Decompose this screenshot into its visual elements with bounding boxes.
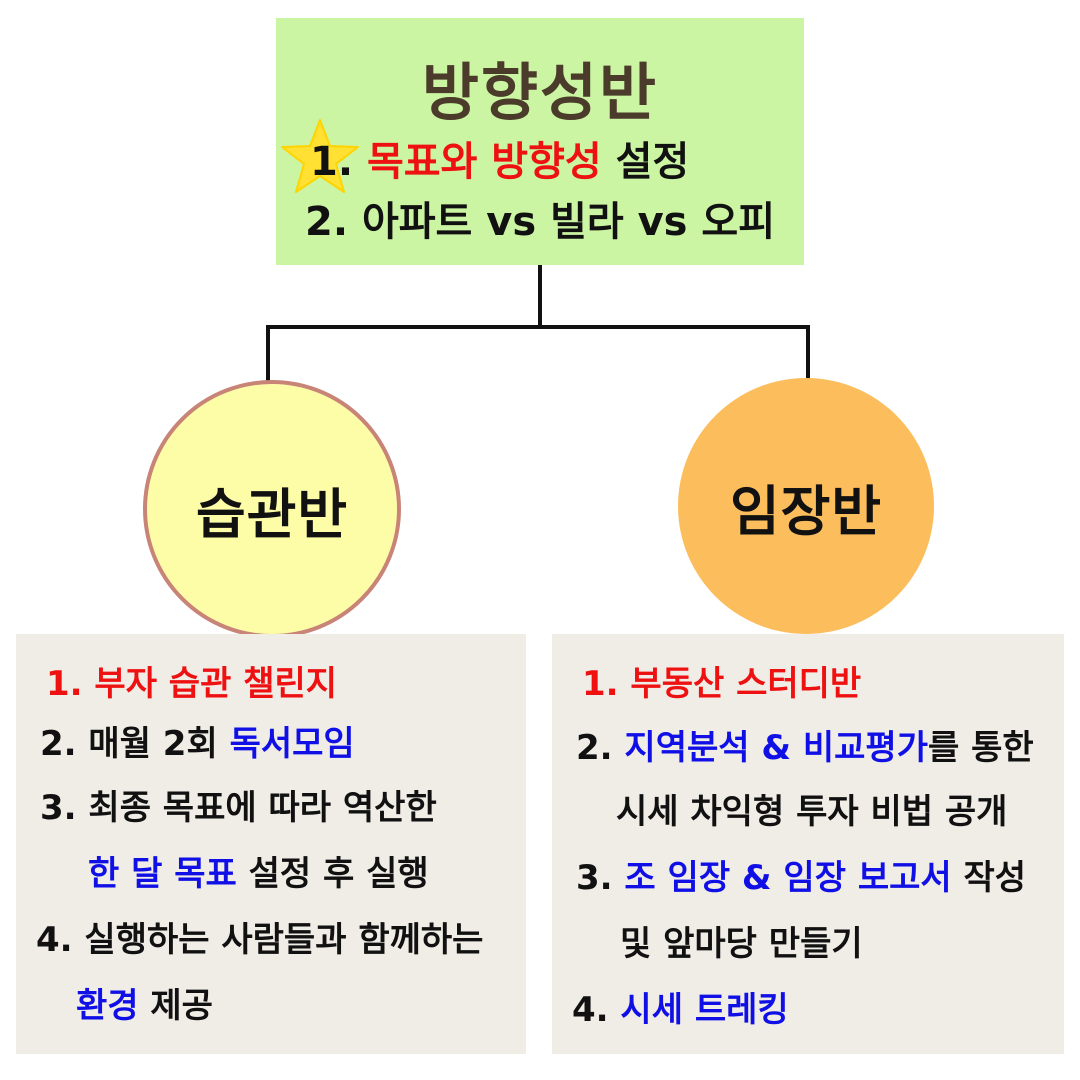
top-box: 방향성반 bbox=[276, 18, 804, 265]
field-trip-class-label: 임장반 bbox=[729, 479, 883, 543]
habit-class-label: 습관반 bbox=[195, 482, 349, 546]
habit-class-panel: 1. 부자 습관 챌린지 2. 매월 2회 독서모임 3. 최종 목표에 따라 … bbox=[16, 634, 526, 1054]
list-item-text: 2. 매월 2회 bbox=[40, 724, 230, 764]
top-line-1-num: 1. bbox=[310, 139, 354, 185]
list-item-rest: 작성 bbox=[951, 858, 1027, 898]
list-item: 4. 시세 트레킹 bbox=[572, 988, 789, 1032]
connector-lines bbox=[260, 265, 816, 406]
list-item-highlight: 조 임장 & 임장 보고서 bbox=[624, 858, 952, 898]
list-item-highlight: 독서모임 bbox=[229, 724, 355, 764]
list-item-text: 4. bbox=[572, 990, 621, 1030]
field-trip-class-panel: 1. 부동산 스터디반 2. 지역분석 & 비교평가를 통한 시세 차익형 투자… bbox=[552, 634, 1064, 1054]
list-item: 환경 제공 bbox=[76, 984, 213, 1028]
list-item-highlight: 시세 트레킹 bbox=[620, 990, 789, 1030]
list-item-text: 설정 후 실행 bbox=[236, 854, 429, 894]
top-line-1-highlight: 목표와 방향성 bbox=[366, 139, 602, 185]
list-item-text: 3. bbox=[576, 858, 625, 898]
list-item: 시세 차익형 투자 비법 공개 bbox=[616, 792, 1008, 832]
top-line-2: 2. 아파트 vs 빌라 vs 오피 bbox=[305, 199, 776, 245]
list-item: 2. 지역분석 & 비교평가를 통한 bbox=[576, 726, 1034, 770]
list-item: 1. 부자 습관 챌린지 bbox=[46, 664, 338, 704]
list-item-highlight: 지역분석 & 비교평가 bbox=[624, 728, 928, 768]
list-item: 한 달 목표 설정 후 실행 bbox=[88, 852, 429, 896]
list-item-highlight: 한 달 목표 bbox=[88, 854, 237, 894]
list-item-highlight: 환경 bbox=[76, 986, 139, 1026]
list-item-text: 제공 bbox=[138, 986, 213, 1026]
list-item: 2. 매월 2회 독서모임 bbox=[40, 722, 355, 766]
top-line-1-rest: 설정 bbox=[615, 139, 690, 185]
list-item: 3. 최종 목표에 따라 역산한 bbox=[40, 788, 437, 828]
top-title: 방향성반 bbox=[421, 56, 659, 129]
list-item: 4. 실행하는 사람들과 함께하는 bbox=[36, 920, 484, 960]
list-item-text: 2. bbox=[576, 728, 625, 768]
top-line-1: 1. 목표와 방향성 설정 bbox=[310, 138, 689, 186]
star-icon bbox=[281, 119, 359, 193]
field-trip-class-circle: 임장반 bbox=[678, 378, 934, 634]
list-item: 1. 부동산 스터디반 bbox=[582, 664, 862, 704]
list-item-rest: 를 통한 bbox=[928, 728, 1034, 768]
list-item: 3. 조 임장 & 임장 보고서 작성 bbox=[576, 856, 1026, 900]
habit-class-circle: 습관반 bbox=[143, 380, 401, 638]
list-item: 및 앞마당 만들기 bbox=[620, 924, 863, 964]
